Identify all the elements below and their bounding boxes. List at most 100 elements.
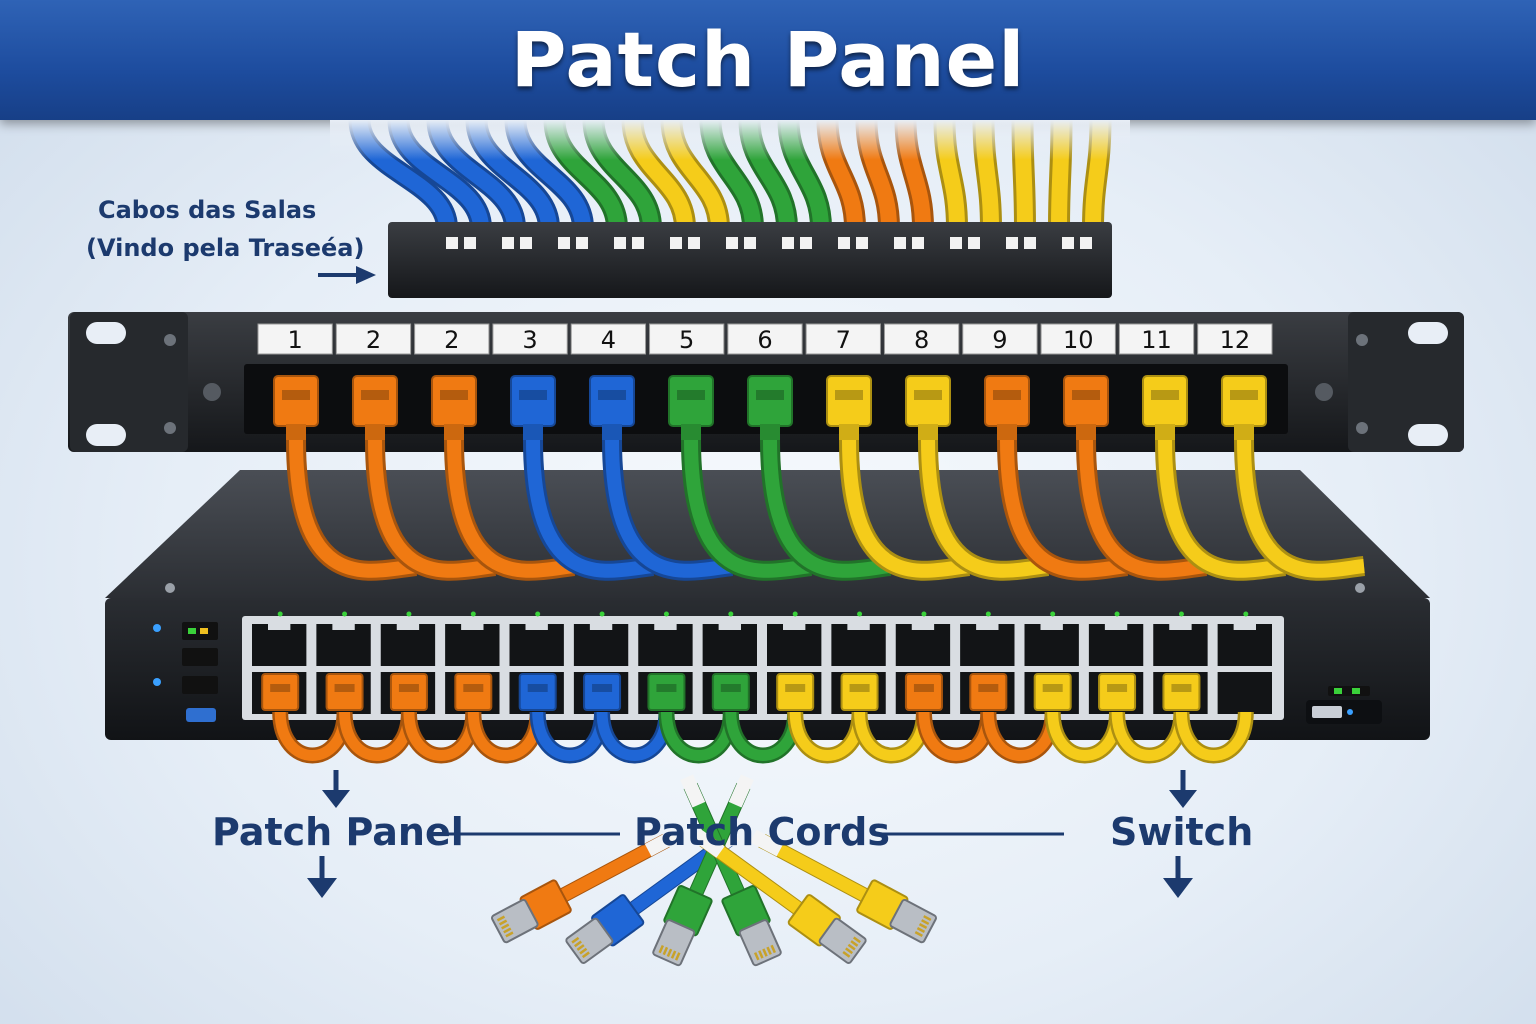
patch-cord	[526, 439, 654, 578]
switch-port-top	[767, 624, 822, 666]
panel-patch-plugs	[273, 375, 1366, 581]
plug-contact	[847, 943, 856, 951]
plug-contact	[845, 947, 854, 955]
port-label-1: 1	[288, 326, 303, 354]
plug-contact	[921, 919, 930, 926]
switch-port-notch	[268, 622, 291, 630]
plug-latch	[361, 390, 389, 400]
rear-port	[726, 237, 738, 249]
status-led-icon	[342, 611, 348, 617]
rj45-plug-tip	[889, 898, 937, 944]
plug-boot	[365, 424, 385, 440]
plug-contact	[842, 951, 851, 958]
switch-port-top	[509, 624, 564, 666]
status-led-icon	[728, 611, 734, 617]
port-label-8: 7	[836, 326, 851, 354]
patch-cord	[368, 439, 496, 578]
rear-port	[446, 237, 458, 249]
switch-port-top	[831, 624, 886, 666]
plug-latch	[993, 390, 1021, 400]
switch-port-top	[960, 624, 1015, 666]
screw-icon	[1355, 583, 1365, 593]
console-port-icon	[186, 708, 216, 722]
status-led-icon	[1114, 611, 1120, 617]
port-label-5: 4	[601, 326, 616, 354]
plug-contact	[579, 947, 588, 955]
switch-label: Switch	[1110, 810, 1254, 854]
status-led-icon	[1178, 611, 1184, 617]
plug-latch	[756, 390, 784, 400]
rear-port	[502, 237, 514, 249]
switch-port-notch	[654, 622, 677, 630]
plug-latch	[334, 684, 355, 692]
rear-port	[744, 237, 756, 249]
plug-contact	[571, 936, 580, 944]
status-led-icon	[153, 624, 161, 632]
arrow-down-icon	[1163, 856, 1193, 898]
rear-port	[968, 237, 980, 249]
port-label-13: 12	[1220, 326, 1251, 354]
arrow-down-icon	[307, 856, 337, 898]
rear-port	[464, 237, 476, 249]
plug-boot	[1076, 424, 1096, 440]
switch-port-notch	[783, 622, 806, 630]
status-led-icon	[985, 611, 991, 617]
screw-icon	[203, 383, 221, 401]
port-label-tag	[1197, 323, 1273, 355]
rear-port	[1062, 237, 1074, 249]
patch-cord	[921, 439, 1049, 578]
port-label-4: 3	[522, 326, 537, 354]
plug-latch	[519, 390, 547, 400]
rear-port	[558, 237, 570, 249]
status-led-icon	[406, 611, 412, 617]
switch-port-notch	[525, 622, 548, 630]
mount-hole-icon	[86, 424, 126, 446]
cord-cable-end	[692, 828, 725, 858]
patch-cord	[1158, 439, 1286, 578]
plug-latch	[1151, 390, 1179, 400]
rear-port	[688, 237, 700, 249]
port-label-tag	[649, 323, 725, 355]
plug-boot	[523, 424, 543, 440]
plug-latch	[978, 684, 999, 692]
patch-panel-label: Patch Panel	[212, 810, 464, 854]
plug-latch	[1107, 684, 1128, 692]
cord-cable-end	[728, 774, 754, 808]
rj45-plug-icon	[747, 375, 793, 427]
switch-uplink-area	[1306, 686, 1382, 724]
port-label-tag	[1118, 323, 1195, 355]
rear-arrow-icon	[318, 266, 376, 284]
console-port-icon	[1312, 706, 1342, 718]
rear-port	[856, 237, 868, 249]
rear-port	[614, 237, 626, 249]
patch-cords-label: Patch Cords	[634, 810, 890, 854]
port-label-7: 6	[757, 326, 772, 354]
plug-latch	[270, 684, 291, 692]
plug-contact	[658, 944, 665, 954]
rear-port	[576, 237, 588, 249]
rear-port	[1006, 237, 1018, 249]
switch-port-notch	[1169, 622, 1192, 630]
switch-port-top	[1217, 624, 1272, 666]
plug-contact	[670, 950, 677, 959]
status-led-icon	[1050, 611, 1056, 617]
screw-icon	[165, 583, 175, 593]
plug-contact	[576, 944, 585, 951]
switch-port-notch	[589, 622, 613, 630]
plug-latch	[1230, 390, 1258, 400]
patch-cord	[1079, 439, 1207, 578]
mount-hole-icon	[1408, 424, 1448, 446]
switch-port-notch	[1040, 622, 1063, 630]
plug-latch	[720, 684, 741, 692]
patch-cord	[1237, 439, 1365, 578]
status-led-icon	[182, 676, 218, 694]
arrow-down-icon	[322, 770, 350, 808]
plug-latch	[398, 684, 419, 692]
rj45-plug-icon	[352, 375, 398, 427]
rear-termination-ports	[446, 237, 1092, 249]
port-label-10: 9	[992, 326, 1007, 354]
rear-port	[520, 237, 532, 249]
switch-status-area	[153, 622, 218, 722]
plug-contact	[496, 915, 506, 922]
